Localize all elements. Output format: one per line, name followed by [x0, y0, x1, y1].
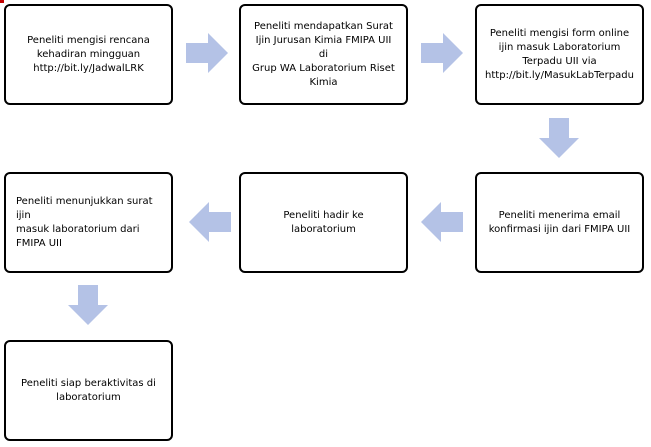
step-6-box: Peneliti menunjukkan surat ijin masuk la…: [4, 172, 173, 273]
step-7-text: Peneliti siap beraktivitas di laboratori…: [21, 377, 156, 403]
corner-marker: [0, 0, 4, 3]
step-3-box: Peneliti mengisi form online ijin masuk …: [475, 4, 644, 105]
step-1-box: Peneliti mengisi rencana kehadiran mingg…: [4, 4, 173, 105]
step-2-box: Peneliti mendapatkan Surat Ijin Jurusan …: [239, 4, 408, 105]
arrow-right-icon: [421, 33, 463, 73]
arrow-right-icon: [186, 33, 228, 73]
step-7-box: Peneliti siap beraktivitas di laboratori…: [4, 340, 173, 441]
step-2-text: Peneliti mendapatkan Surat Ijin Jurusan …: [252, 20, 395, 88]
arrow-left-icon: [421, 202, 463, 242]
arrow-left-icon: [189, 202, 231, 242]
arrow-down-icon: [68, 285, 108, 325]
step-5-box: Peneliti hadir ke laboratorium: [239, 172, 408, 273]
step-1-text: Peneliti mengisi rencana kehadiran mingg…: [27, 34, 150, 74]
step-4-box: Peneliti menerima email konfirmasi ijin …: [475, 172, 644, 273]
step-6-text: Peneliti menunjukkan surat ijin masuk la…: [16, 195, 153, 249]
step-3-text: Peneliti mengisi form online ijin masuk …: [485, 27, 634, 81]
arrow-down-icon: [539, 118, 579, 158]
step-4-text: Peneliti menerima email konfirmasi ijin …: [488, 209, 631, 235]
step-5-text: Peneliti hadir ke laboratorium: [283, 209, 364, 235]
